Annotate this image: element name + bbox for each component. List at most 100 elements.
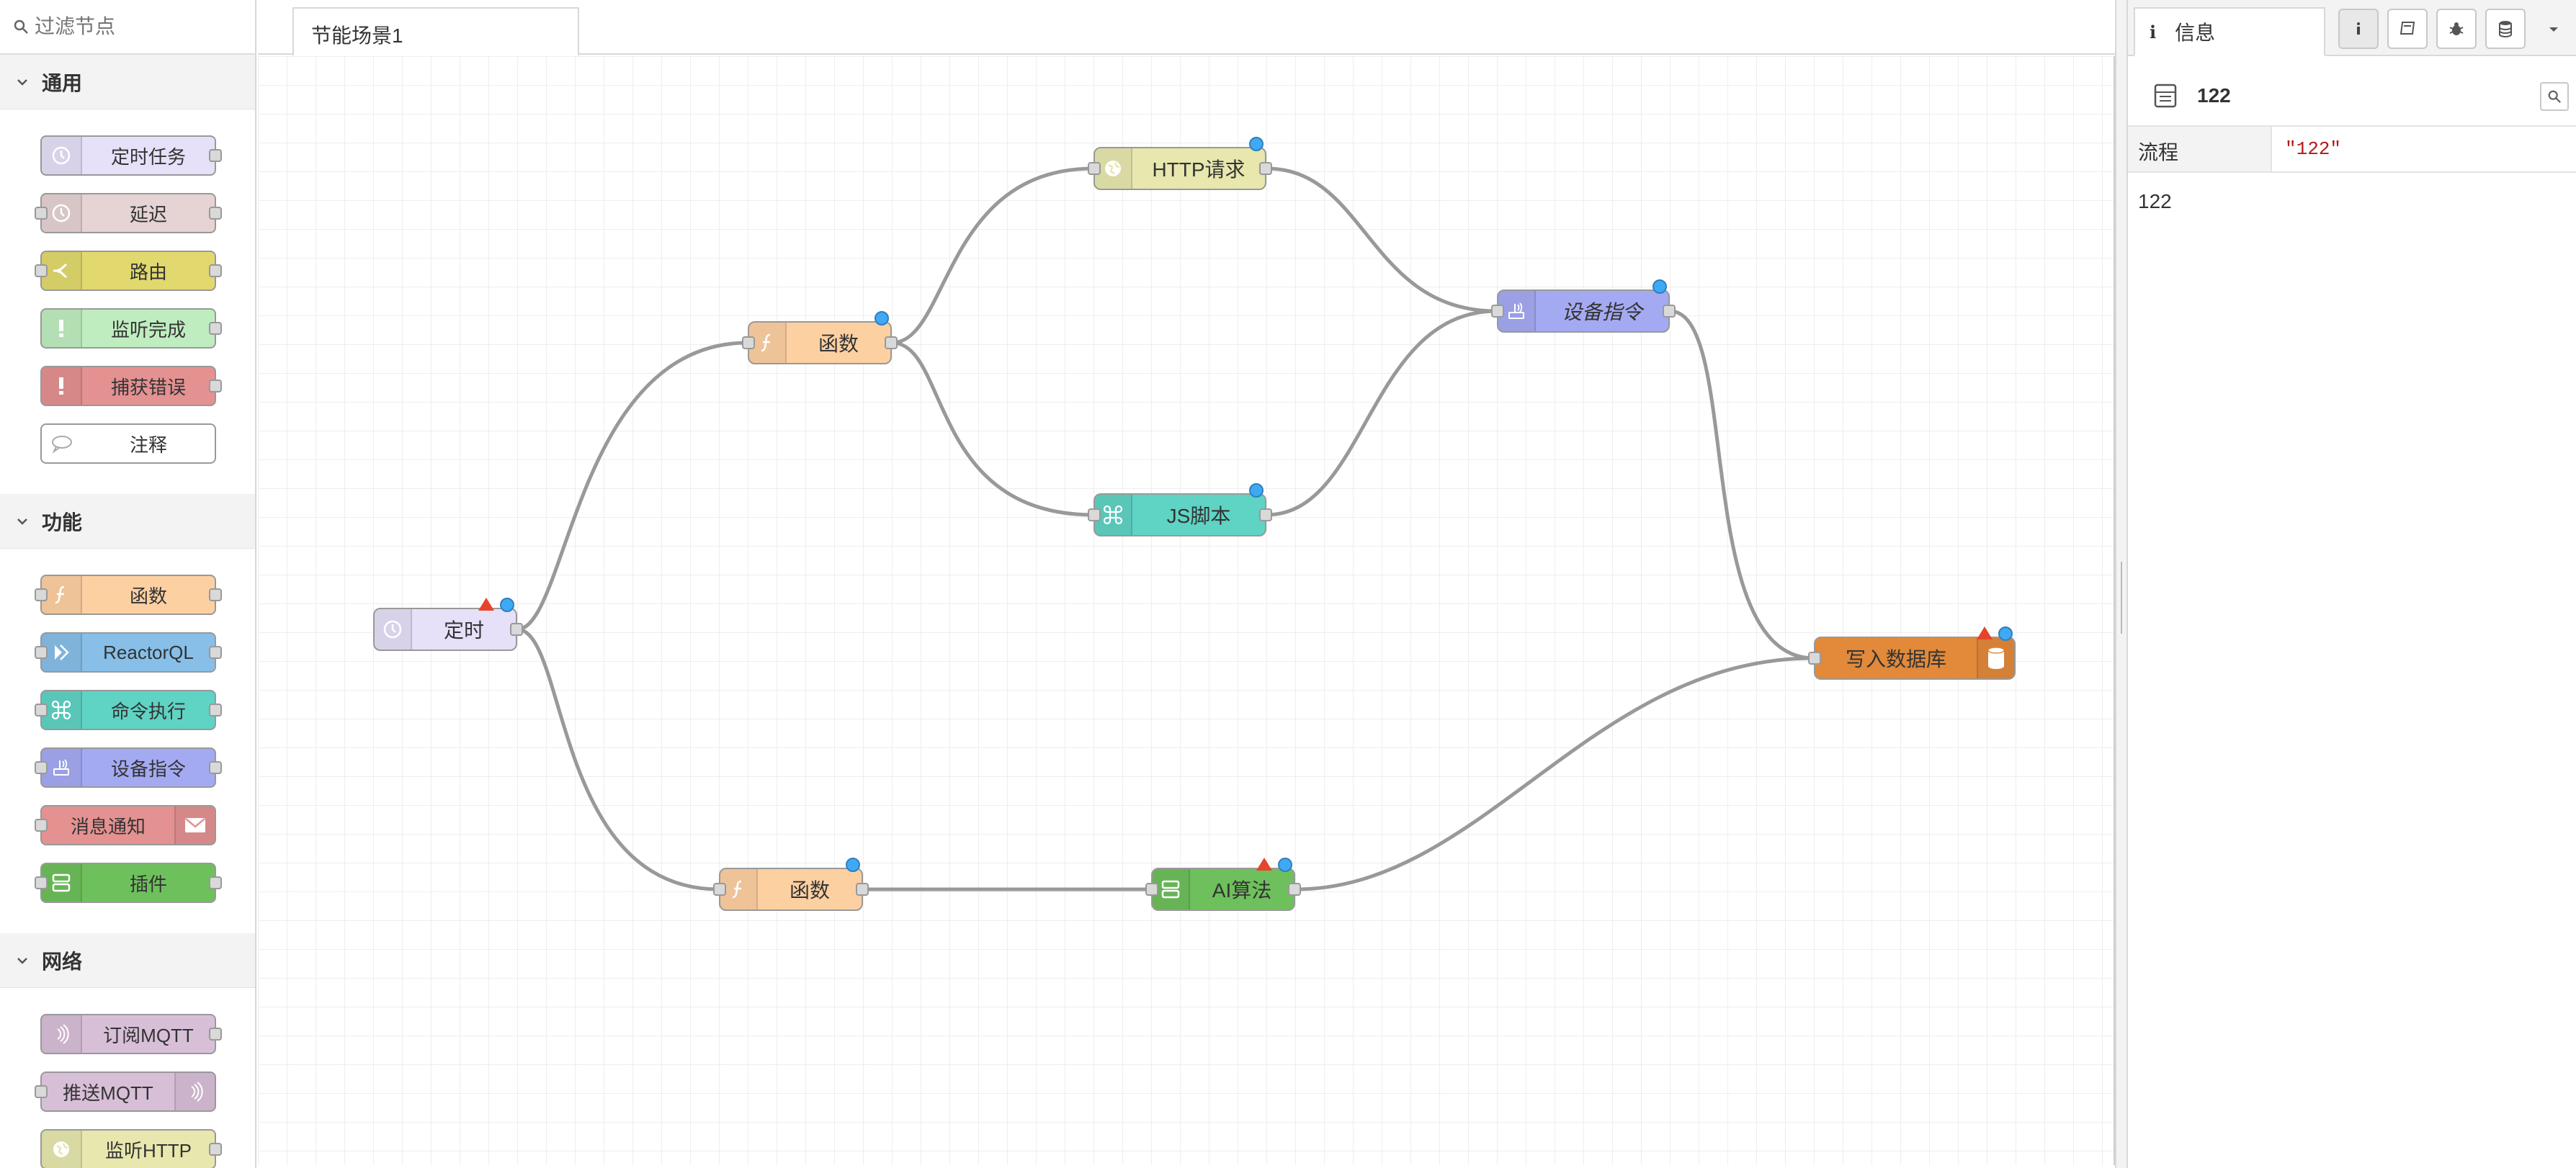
category-title: 网络	[42, 950, 83, 973]
output-port[interactable]	[209, 761, 222, 774]
palette-node-device[interactable]: 设备指令	[35, 747, 222, 788]
palette-node-label: 订阅MQTT	[103, 1024, 194, 1046]
palette-node-reactorql[interactable]: ReactorQL	[35, 632, 222, 673]
output-port[interactable]	[209, 1028, 222, 1041]
input-port[interactable]	[35, 819, 48, 832]
output-port[interactable]	[209, 264, 222, 277]
context-tab-button[interactable]	[2485, 9, 2526, 49]
tab-info[interactable]: i 信息	[2134, 7, 2325, 56]
flow-node-function[interactable]: 函数	[713, 858, 869, 911]
palette-node-catch[interactable]: 捕获错误	[40, 366, 222, 406]
flow-node-write-db[interactable]: 写入数据库	[1808, 626, 2016, 680]
http-icon	[1095, 148, 1132, 189]
output-port[interactable]	[1259, 162, 1272, 175]
palette-node-http-in[interactable]: 监听HTTP	[40, 1129, 222, 1168]
palette-node-label: 监听HTTP	[105, 1139, 192, 1162]
input-port[interactable]	[35, 1085, 48, 1098]
flow-node-function[interactable]: 函数	[742, 311, 898, 364]
status-dot	[1249, 483, 1264, 498]
debug-tab-button[interactable]	[2436, 9, 2477, 49]
output-port[interactable]	[1663, 305, 1676, 318]
sidebar-resize-handle[interactable]	[2115, 0, 2128, 1168]
palette-search[interactable]	[0, 0, 255, 55]
output-port[interactable]	[209, 876, 222, 889]
palette-node-plugin[interactable]: 插件	[35, 863, 222, 903]
input-port[interactable]	[35, 646, 48, 659]
palette-node-mqtt-out[interactable]: 推送MQTT	[35, 1072, 216, 1112]
palette-node-cron[interactable]: 定时任务	[40, 135, 222, 176]
output-port[interactable]	[209, 379, 222, 392]
category-header-network[interactable]: 网络	[0, 933, 255, 988]
sidebar-search-button[interactable]	[2540, 82, 2569, 111]
input-port[interactable]	[1491, 305, 1504, 318]
output-port[interactable]	[209, 207, 222, 220]
output-port[interactable]	[209, 322, 222, 335]
function-icon	[720, 869, 758, 909]
output-port[interactable]	[209, 588, 222, 601]
input-port[interactable]	[35, 207, 48, 220]
input-port[interactable]	[35, 761, 48, 774]
input-port[interactable]	[35, 876, 48, 889]
flow-node-ai-algorithm[interactable]: AI算法	[1145, 858, 1301, 911]
palette-node-function[interactable]: 函数	[35, 575, 222, 615]
input-port[interactable]	[35, 264, 48, 277]
mqtt-icon	[42, 1015, 82, 1053]
output-port[interactable]	[209, 704, 222, 716]
mqtt-icon	[174, 1073, 215, 1110]
output-port[interactable]	[856, 883, 869, 896]
palette-node-complete[interactable]: 监听完成	[40, 308, 222, 349]
plugin-icon	[42, 864, 82, 902]
status-dot	[500, 598, 514, 612]
tab-info-label: 信息	[2175, 22, 2216, 44]
wire	[1266, 309, 1498, 517]
chevron-down-icon[interactable]	[2546, 22, 2562, 37]
palette-node-delay[interactable]: 延迟	[35, 193, 222, 233]
palette-node-notify[interactable]: 消息通知	[35, 805, 216, 845]
input-port[interactable]	[1808, 652, 1821, 665]
palette-node-switch[interactable]: 路由	[35, 251, 222, 291]
exclamation-icon	[42, 310, 82, 347]
command-icon	[1095, 495, 1132, 535]
output-port[interactable]	[209, 646, 222, 659]
input-port[interactable]	[35, 588, 48, 601]
palette-node-comment[interactable]: 注释	[40, 423, 216, 464]
warning-icon	[478, 598, 494, 611]
input-port[interactable]	[713, 883, 726, 896]
output-port[interactable]	[510, 623, 523, 636]
tab-flow[interactable]: 节能场景1	[292, 7, 579, 56]
status-dot	[1653, 279, 1667, 294]
help-tab-button[interactable]	[2387, 9, 2428, 49]
palette-node-label: 推送MQTT	[63, 1082, 153, 1104]
workspace-canvas[interactable]: 定时 函数 HTTP请求 JS脚本 设备指令 写入数据库	[258, 56, 2115, 1165]
input-port[interactable]	[1145, 883, 1158, 896]
category-header-function[interactable]: 功能	[0, 494, 255, 549]
function-icon	[42, 576, 82, 614]
chevron-down-icon	[17, 957, 27, 964]
output-port[interactable]	[209, 1143, 222, 1156]
sidebar-title: 122	[2197, 84, 2231, 107]
palette-search-input[interactable]	[35, 15, 236, 38]
flow-node-js-script[interactable]: JS脚本	[1088, 483, 1272, 536]
output-port[interactable]	[1288, 883, 1301, 896]
palette-node-label: 插件	[129, 873, 167, 895]
category-title: 功能	[42, 511, 83, 534]
clock-icon	[42, 137, 82, 174]
flow-node-device-command[interactable]: 设备指令	[1491, 279, 1676, 333]
category-header-general[interactable]: 通用	[0, 55, 255, 109]
output-port[interactable]	[1259, 508, 1272, 521]
input-port[interactable]	[35, 704, 48, 716]
input-port[interactable]	[1088, 162, 1101, 175]
flow-node-http-request[interactable]: HTTP请求	[1088, 137, 1272, 190]
status-dot	[846, 858, 860, 872]
info-tab-button[interactable]	[2338, 9, 2379, 49]
flow-node-cron[interactable]: 定时	[373, 598, 523, 651]
palette-node-exec[interactable]: 命令执行	[35, 690, 222, 730]
flow-node-label: 函数	[818, 333, 859, 355]
database-icon	[1977, 638, 2014, 678]
palette-node-mqtt-in[interactable]: 订阅MQTT	[40, 1014, 222, 1054]
input-port[interactable]	[742, 336, 755, 349]
output-port[interactable]	[885, 336, 898, 349]
database-icon	[2499, 21, 2512, 37]
input-port[interactable]	[1088, 508, 1101, 521]
output-port[interactable]	[209, 149, 222, 162]
